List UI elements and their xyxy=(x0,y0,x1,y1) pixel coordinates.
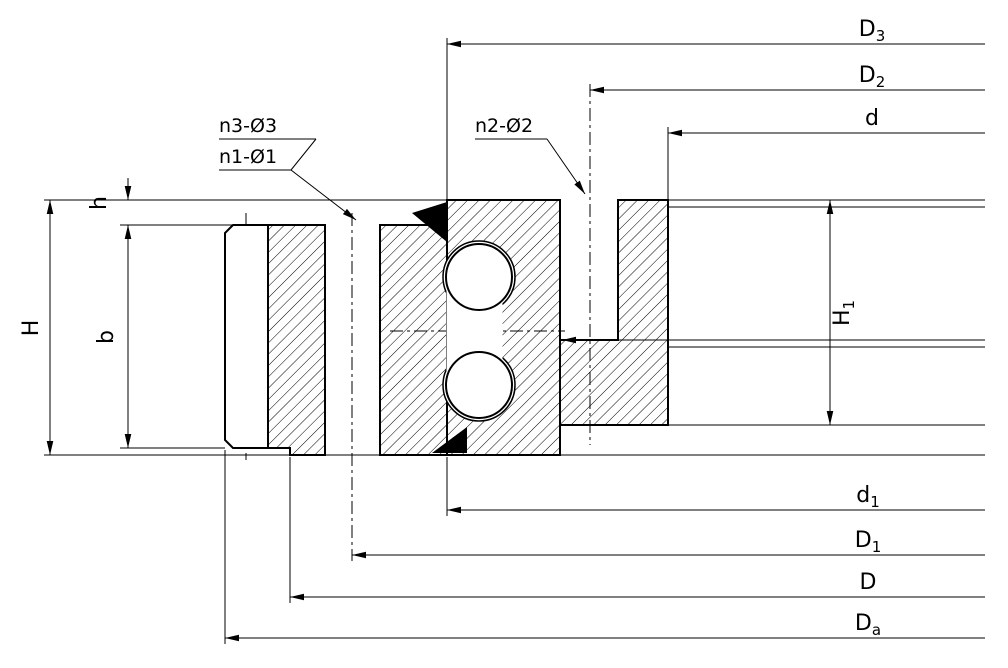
callout-label-n3: n3-Ø3 xyxy=(219,115,277,137)
dim-h: h xyxy=(87,178,132,210)
dimensions: D3 D2 d d1 D1 D Da H xyxy=(19,17,985,642)
ball-bottom xyxy=(445,351,513,419)
section-geometry xyxy=(224,199,669,456)
dim-label-d1: d1 xyxy=(856,483,880,511)
seal-top xyxy=(412,202,447,242)
dim-label-D2: D2 xyxy=(859,63,886,91)
dim-label-h: h xyxy=(87,196,112,210)
dim-D: D xyxy=(290,570,985,601)
dim-label-D: D xyxy=(860,570,877,595)
dim-label-Da: Da xyxy=(855,611,881,639)
dim-H1: H1 xyxy=(826,200,858,425)
hole-callouts: n3-Ø3 n1-Ø1 n2-Ø2 xyxy=(219,115,586,221)
dim-label-H: H xyxy=(19,320,44,337)
seal-bottom xyxy=(432,427,467,453)
dim-label-b: b xyxy=(94,330,119,344)
ball-top xyxy=(445,243,513,311)
dim-d1: d1 xyxy=(447,483,985,514)
callout-label-n1: n1-Ø1 xyxy=(219,146,277,168)
dim-D2: D2 xyxy=(590,63,985,94)
dim-b: b xyxy=(94,225,132,448)
dim-label-D3: D3 xyxy=(859,17,886,45)
outer-ring-right-section xyxy=(379,224,448,456)
dim-label-H1: H1 xyxy=(830,300,858,326)
callout-leader-arrow-n2 xyxy=(546,138,586,195)
outer-ring-left-section xyxy=(267,224,326,456)
dim-label-D1: D1 xyxy=(855,528,882,556)
callout-leader-n3-n1 xyxy=(290,138,317,171)
callout-label-n2: n2-Ø2 xyxy=(475,115,533,137)
dim-label-d: d xyxy=(865,106,879,131)
callout-leader-arrow-n1 xyxy=(290,169,357,221)
inner-ring-outer-section xyxy=(559,199,669,426)
dim-H: H xyxy=(19,200,54,455)
seal-retainer-plate xyxy=(224,224,269,449)
dim-D3: D3 xyxy=(447,17,985,48)
dim-Da: Da xyxy=(225,611,985,642)
dim-D1: D1 xyxy=(352,528,985,559)
dim-d: d xyxy=(668,106,985,137)
